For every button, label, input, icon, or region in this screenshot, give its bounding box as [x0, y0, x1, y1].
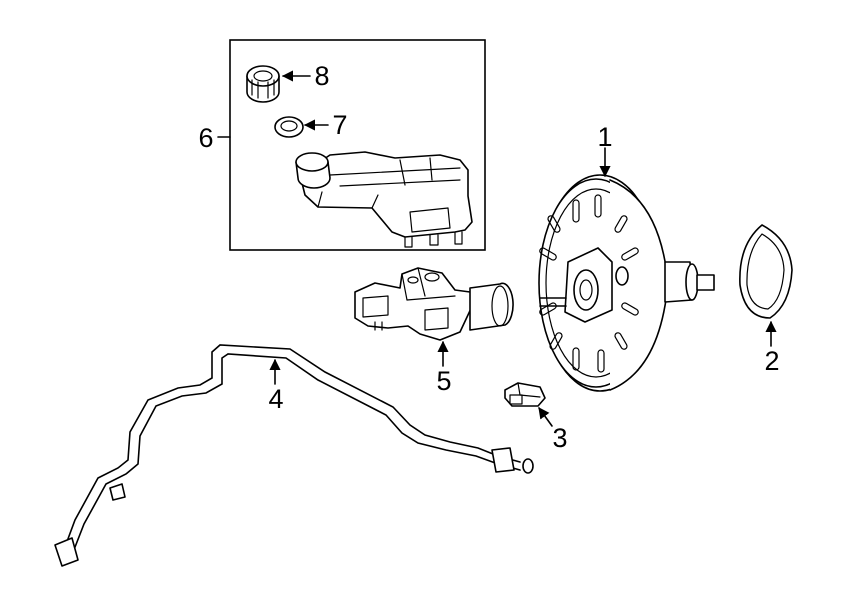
master-cylinder-part — [354, 267, 514, 341]
callout-4: 4 — [268, 384, 283, 414]
sensor-part — [504, 382, 546, 407]
leader-lines — [217, 70, 777, 427]
brake-booster-part — [538, 174, 715, 392]
reservoir-body-part — [295, 151, 473, 248]
callout-1: 1 — [597, 122, 612, 152]
seal-ring-part — [274, 116, 304, 138]
vacuum-hose-part — [54, 344, 534, 567]
reservoir-cap-part — [246, 65, 280, 103]
reservoir-inset-box — [229, 39, 486, 251]
callout-6: 6 — [198, 123, 213, 153]
gasket-part — [739, 224, 793, 319]
callout-7: 7 — [332, 110, 347, 140]
callout-5: 5 — [436, 366, 451, 396]
callout-3: 3 — [552, 423, 567, 453]
callout-8: 8 — [314, 61, 329, 91]
callout-2: 2 — [764, 346, 779, 376]
